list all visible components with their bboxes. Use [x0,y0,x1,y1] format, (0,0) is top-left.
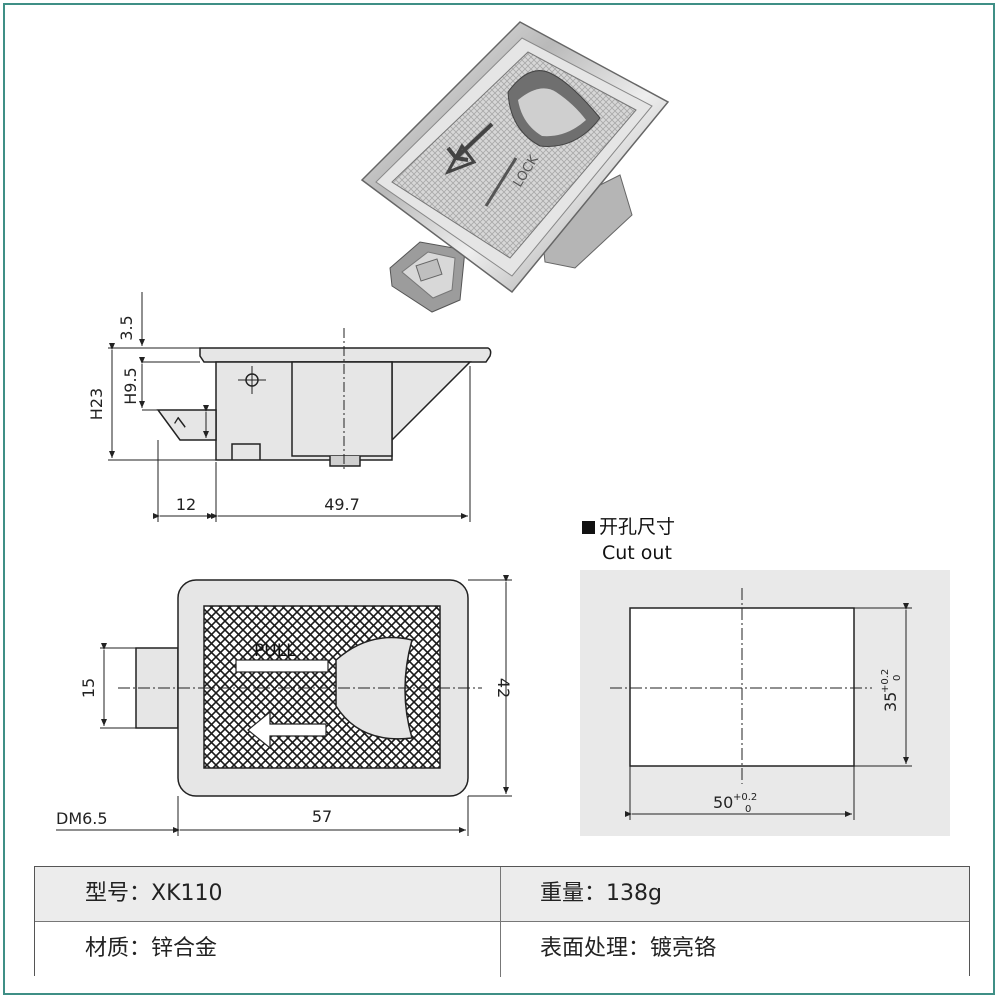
product-photo: LOCK [360,21,670,313]
cutout-title-cn: 开孔尺寸 [599,516,676,538]
spec-row: 材质：锌合金 表面处理：镀亮铬 [35,922,969,976]
dim-width-label: 49.7 [324,495,360,514]
dim-height-label: 42 [494,678,513,698]
dim-h95-label: H9.5 [121,367,140,404]
cutout-height-tol-upper: +0.2 [880,669,891,693]
dim-h23-label: H23 [87,388,106,420]
spec-material: 材质：锌合金 [85,936,218,961]
side-view [156,328,492,470]
spec-table: 型号：XK110 重量：138g 材质：锌合金 表面处理：镀亮铬 [34,866,970,977]
outer-frame [3,3,995,995]
front-view [118,579,482,797]
spec-weight: 重量：138g [540,881,662,906]
cutout-width-label: 50 [713,793,733,812]
cutout-width-tol-upper: +0.2 [733,792,757,803]
dim-mount-label: DM6.5 [56,809,108,828]
cutout-title-en: Cut out [602,542,672,564]
pull-text: PULL [254,641,296,661]
dim-tongue-width-label: 15 [79,678,98,698]
dim-front-width-label: 57 [312,807,332,826]
cutout-width-tol-lower: 0 [745,804,751,815]
front-view-dimensions [56,575,512,836]
spec-divider [500,867,501,977]
spec-finish: 表面处理：镀亮铬 [540,936,717,961]
spec-row: 型号：XK110 重量：138g [35,867,969,922]
cutout-height-tol-lower: 0 [892,675,903,681]
cutout-panel [580,570,950,836]
cutout-height-label: 35 [881,692,900,712]
cutout-title: 开孔尺寸 Cut out [582,514,675,566]
side-view-dimensions [108,292,471,522]
square-bullet-icon [582,521,595,534]
dim-left-offset-label: 12 [176,495,196,514]
spec-model: 型号：XK110 [85,881,223,906]
dim-top-label: 3.5 [117,315,136,340]
